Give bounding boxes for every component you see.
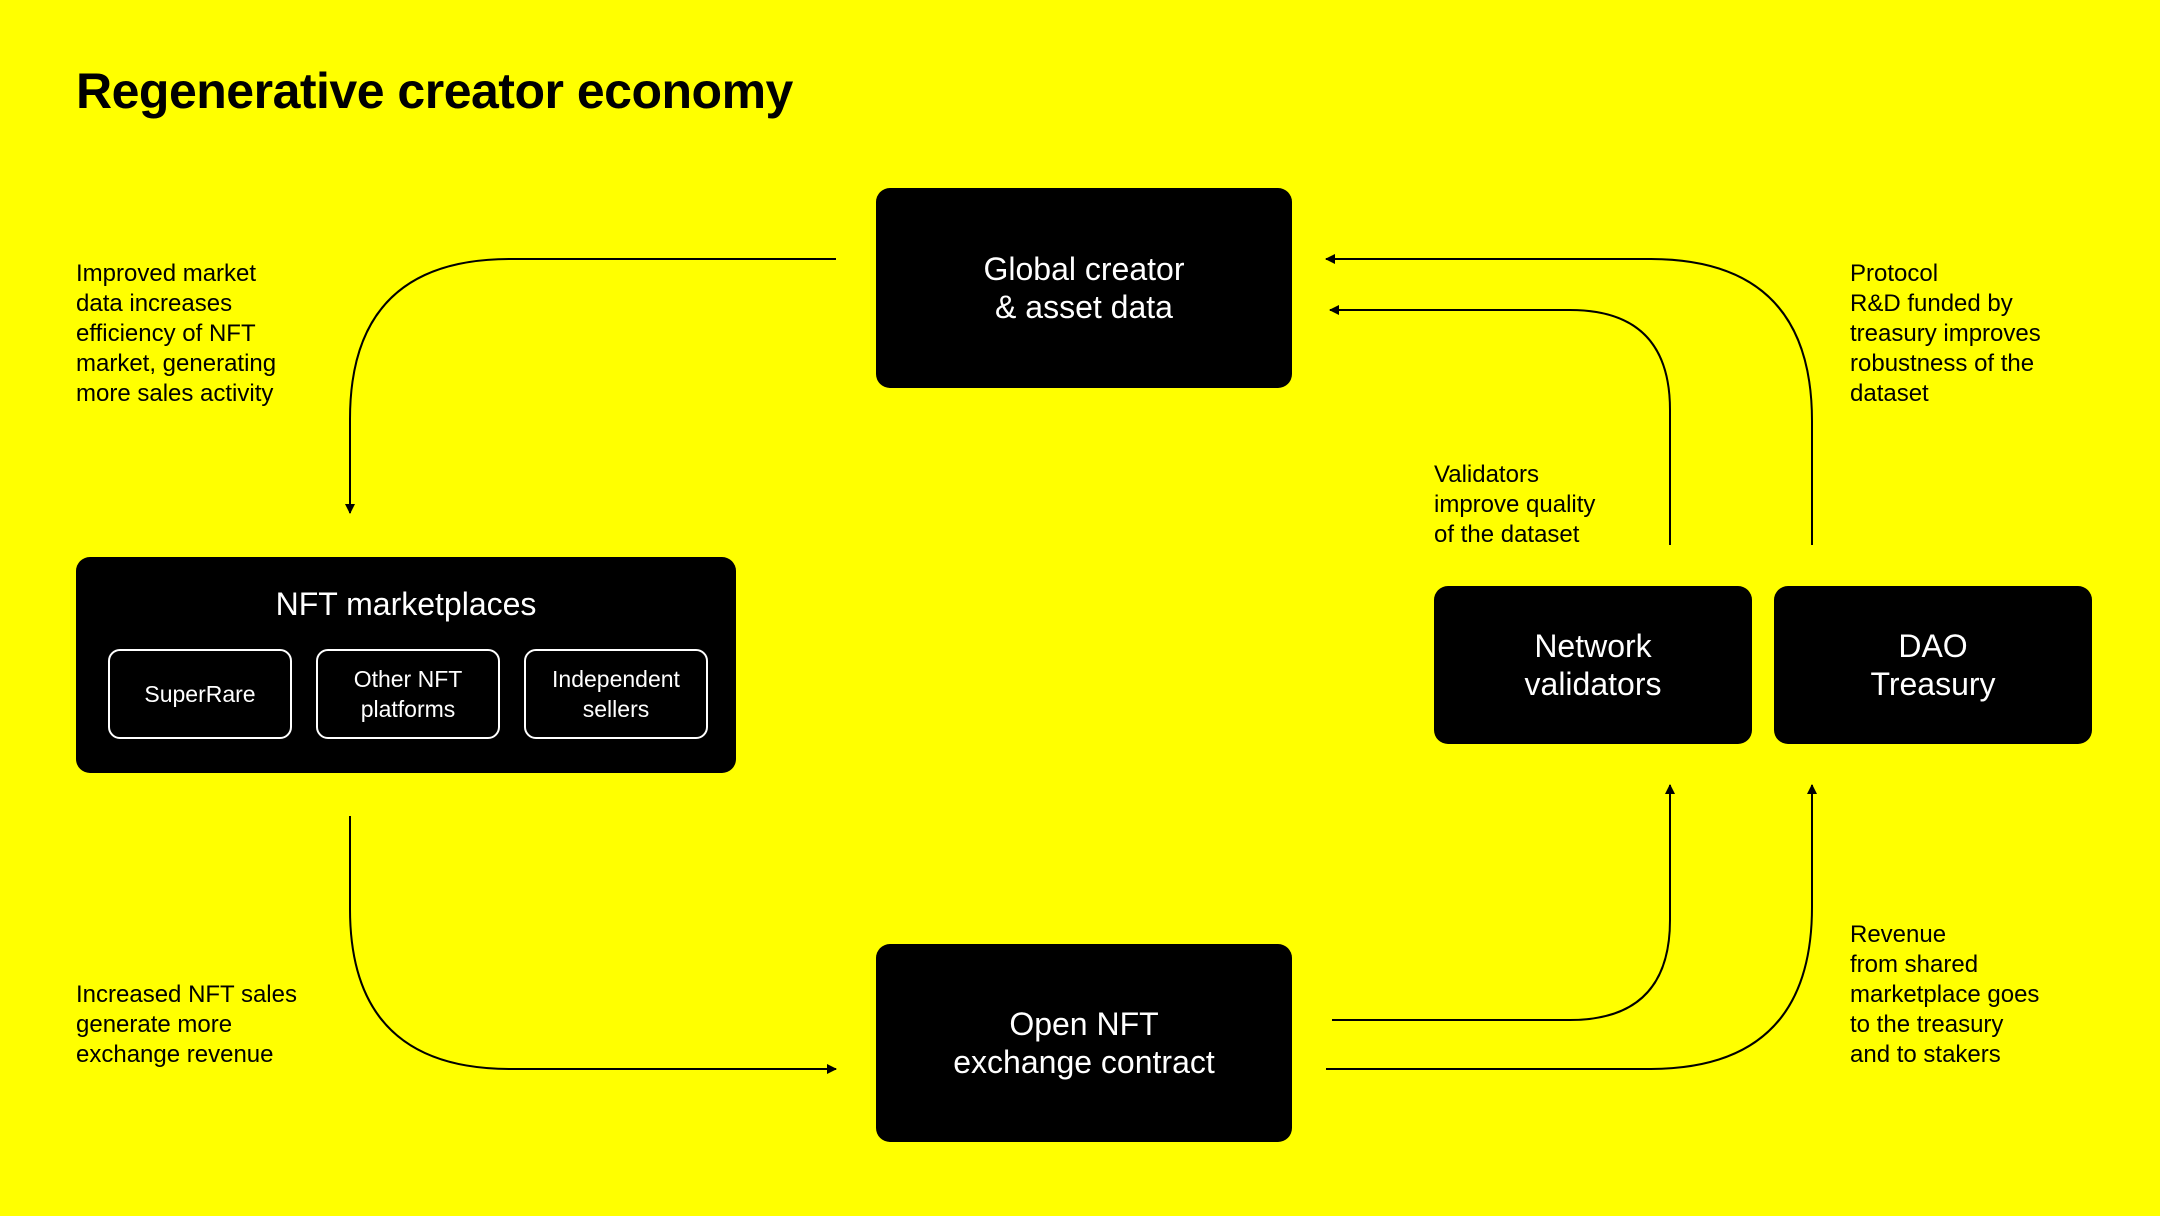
arrow-exchange-to-validators bbox=[1332, 784, 1675, 1021]
note-validators: Validators improve quality of the datase… bbox=[1434, 461, 1596, 548]
arrow-data-to-marketplaces bbox=[345, 258, 836, 514]
node-exchange-contract: Open NFT exchange contract bbox=[876, 944, 1292, 1142]
node-nft-marketplaces: NFT marketplaces SuperRare Other NFT pla… bbox=[76, 557, 736, 773]
note-revenue: Revenue from shared marketplace goes to … bbox=[1850, 921, 2040, 1068]
arrow-marketplaces-to-exchange bbox=[349, 816, 837, 1074]
note-market-data: Improved market data increases efficienc… bbox=[76, 260, 277, 407]
marketplace-chip-other-platforms: Other NFT platforms bbox=[316, 649, 500, 739]
marketplaces-title: NFT marketplaces bbox=[275, 586, 537, 622]
note-increased-sales: Increased NFT sales generate more exchan… bbox=[76, 981, 297, 1068]
marketplace-chip-superrare: SuperRare bbox=[108, 649, 292, 739]
marketplace-chip-independent-sellers: Independent sellers bbox=[524, 649, 708, 739]
note-protocol: Protocol R&D funded by treasury improves… bbox=[1850, 260, 2041, 407]
page-title: Regenerative creator economy bbox=[76, 63, 793, 119]
arrow-treasury-to-data bbox=[1325, 254, 1813, 545]
node-dao-treasury: DAO Treasury bbox=[1774, 586, 2092, 744]
arrow-exchange-to-treasury bbox=[1326, 784, 1817, 1070]
node-network-validators: Network validators bbox=[1434, 586, 1752, 744]
node-global-data: Global creator & asset data bbox=[876, 188, 1292, 388]
arrow-validators-to-data bbox=[1329, 305, 1671, 545]
